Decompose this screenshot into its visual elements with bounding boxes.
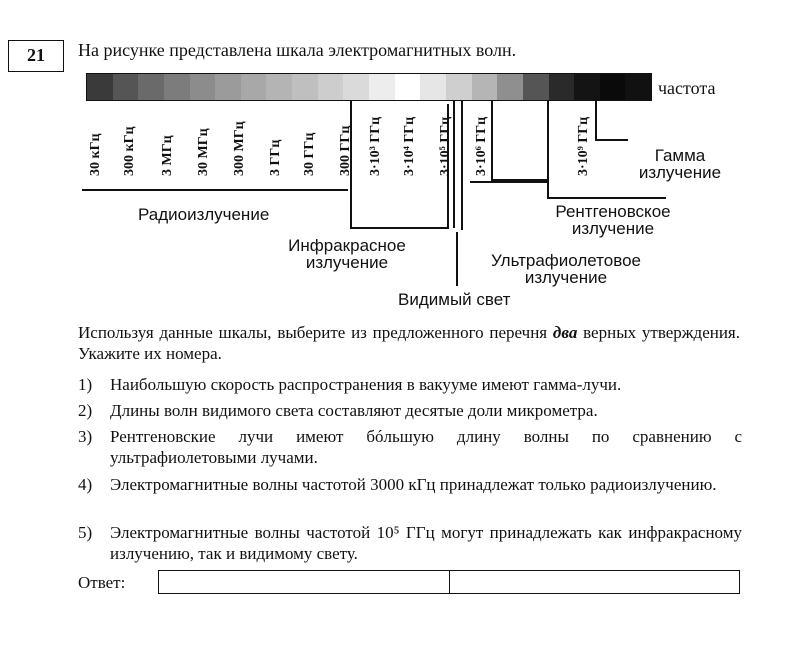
radio-label: Радиоизлучение <box>138 205 270 224</box>
scale-segment <box>266 74 293 100</box>
xray-bracket <box>491 100 549 181</box>
scale-segment <box>445 74 472 100</box>
option-text: Наибольшую скорость распространения в ва… <box>110 375 622 394</box>
scale-segment <box>420 74 446 100</box>
task-number: 21 <box>8 40 64 72</box>
scale-segment <box>471 74 498 100</box>
scale-segment <box>138 74 164 100</box>
frequency-label: частота <box>658 78 716 98</box>
scale-segment <box>522 74 549 100</box>
option-text: Рентгеновские лучи имеют бóльшую длину в… <box>110 427 742 467</box>
answer-cell-2[interactable] <box>448 571 740 593</box>
option-text: Электромагнитные волны частотой 3000 кГц… <box>110 475 717 494</box>
option-number: 2) <box>78 401 93 420</box>
scale-segment <box>574 74 600 100</box>
scale-segment <box>189 74 216 100</box>
task-intro: На рисунке представлена шкала электромаг… <box>78 40 517 60</box>
scale-segment <box>394 74 421 100</box>
answer-label: Ответ: <box>78 573 126 592</box>
option-number: 1) <box>78 375 93 394</box>
scale-segment <box>163 74 190 100</box>
scale-segment <box>317 74 344 100</box>
gamma-bracket <box>595 100 628 141</box>
scale-segment <box>599 74 626 100</box>
scale-segment <box>497 74 523 100</box>
ultraviolet-bracket <box>461 100 666 230</box>
scale-segment <box>292 74 318 100</box>
scale-segment <box>625 74 652 100</box>
scale-segment <box>240 74 267 100</box>
option-number: 4) <box>78 475 93 494</box>
scale-segment <box>87 74 113 100</box>
scale-segment <box>343 74 370 100</box>
visible-label: Видимый свет <box>398 290 511 309</box>
scale-segment <box>215 74 241 100</box>
scale-segment <box>369 74 395 100</box>
infrared-bracket <box>350 100 449 229</box>
option-number: 3) <box>78 427 93 446</box>
question-prompt: Используя данные шкалы, выберите из пред… <box>78 323 741 363</box>
visible-bracket <box>453 100 458 286</box>
option-text: Длины волн видимого света составляют дес… <box>110 401 598 420</box>
scale-segment <box>548 74 575 100</box>
frequency-scale-bar <box>86 73 652 101</box>
answer-cell-1[interactable] <box>159 571 449 593</box>
answer-field[interactable] <box>158 570 740 594</box>
option-text: Электромагнитные волны частотой 10⁵ ГГц … <box>110 523 742 563</box>
option-number: 5) <box>78 523 93 542</box>
scale-segment <box>112 74 139 100</box>
